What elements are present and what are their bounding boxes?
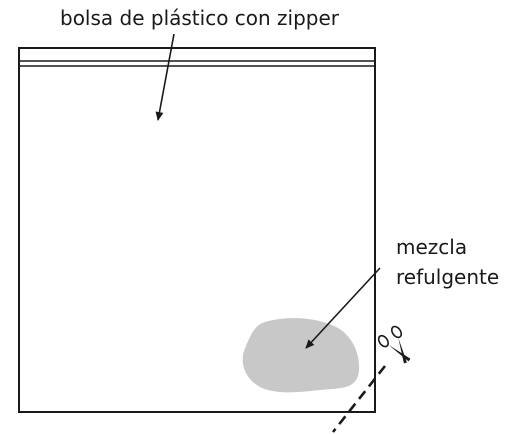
mixture-label-line-1: mezcla xyxy=(396,235,468,259)
mixture-label: mezcla refulgente xyxy=(396,232,499,292)
mixture-pointer-arrow xyxy=(305,267,381,349)
mixture-label-line-2: refulgente xyxy=(396,265,500,289)
bag-label: bolsa de plástico con zipper xyxy=(60,6,340,30)
cut-line xyxy=(331,365,387,433)
scissors-icon xyxy=(377,325,411,364)
bag-outline xyxy=(18,47,376,413)
bag-pointer-arrow xyxy=(155,33,175,121)
mixture-blob xyxy=(242,318,360,393)
